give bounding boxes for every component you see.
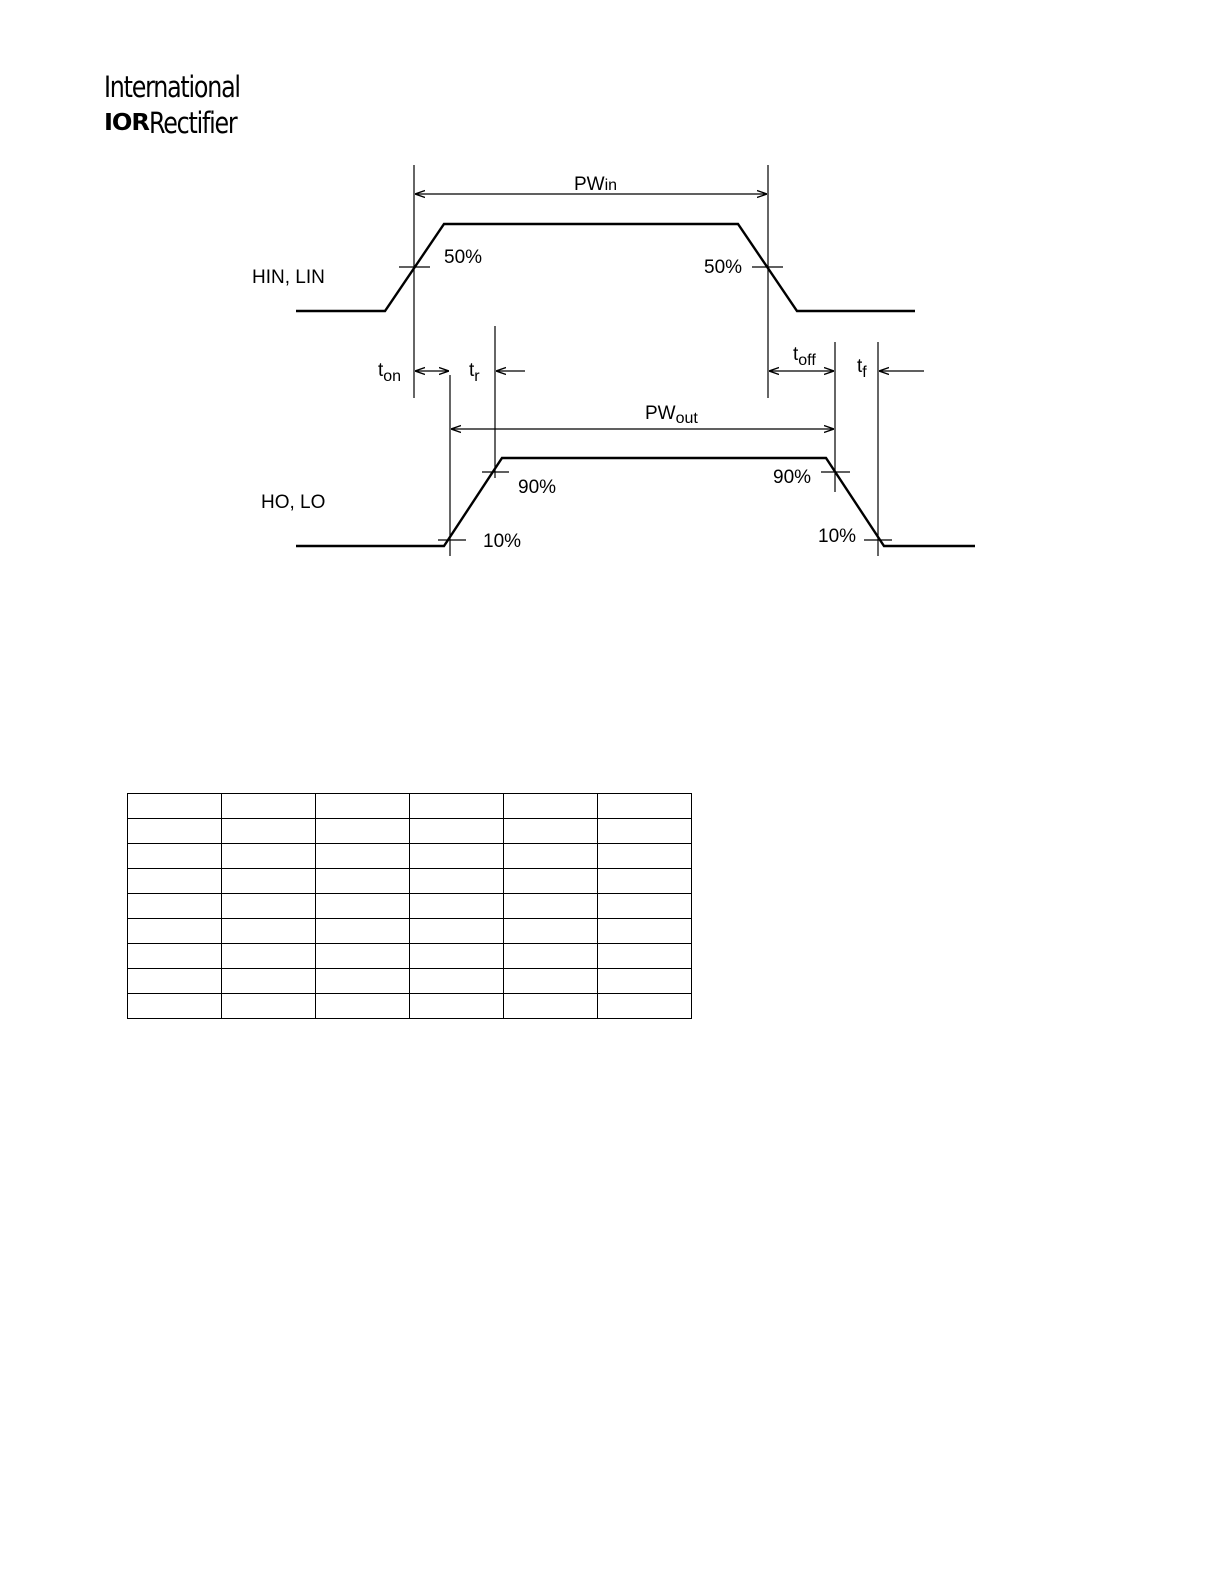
label-pw-out: PWout xyxy=(645,403,698,427)
table-cell xyxy=(221,843,316,869)
label-t-on: ton xyxy=(378,360,401,385)
table-row xyxy=(127,893,692,919)
table-row xyxy=(127,868,692,894)
table-cell xyxy=(127,818,222,844)
input-waveform xyxy=(296,222,915,313)
label-pw-in: PWin xyxy=(574,174,617,195)
table-cell xyxy=(597,793,692,819)
table-cell xyxy=(409,793,504,819)
table-cell xyxy=(503,793,598,819)
switching-time-waveform-diagram: HIN, LIN HO, LO PWin PWout ton tr toff t… xyxy=(252,165,975,556)
table-cell xyxy=(221,993,316,1019)
label-t-r: tr xyxy=(469,360,480,385)
table-cell xyxy=(315,818,410,844)
label-90pct-rise: 90% xyxy=(518,477,556,498)
table-cell xyxy=(221,968,316,994)
table-row xyxy=(127,993,692,1019)
table-cell xyxy=(597,918,692,944)
table-cell xyxy=(221,943,316,969)
table-cell xyxy=(409,968,504,994)
reference-lines xyxy=(413,165,879,556)
table-cell xyxy=(127,943,222,969)
label-90pct-fall: 90% xyxy=(773,467,811,488)
table-cell xyxy=(127,793,222,819)
label-10pct-rise: 10% xyxy=(483,531,521,552)
table-cell xyxy=(597,968,692,994)
table-cell xyxy=(503,943,598,969)
table-cell xyxy=(503,868,598,894)
table-cell xyxy=(127,968,222,994)
table-cell xyxy=(409,818,504,844)
table-cell xyxy=(221,918,316,944)
logo-line-rectifier: IORRectifier xyxy=(104,106,255,140)
table-row xyxy=(127,818,692,844)
dimension-arrows xyxy=(415,194,924,429)
empty-grid-table xyxy=(127,793,692,1019)
table-cell xyxy=(409,918,504,944)
table-cell xyxy=(221,893,316,919)
table-cell xyxy=(503,818,598,844)
table-cell xyxy=(597,893,692,919)
output-waveform xyxy=(296,456,975,548)
table-cell xyxy=(315,968,410,994)
table-cell xyxy=(315,793,410,819)
threshold-ticks xyxy=(399,266,892,541)
company-logo: International IORRectifier xyxy=(104,70,304,142)
ior-logo-mark: IOR xyxy=(104,110,150,136)
table-cell xyxy=(127,868,222,894)
table-cell xyxy=(597,818,692,844)
label-10pct-fall: 10% xyxy=(818,526,856,547)
table-cell xyxy=(597,843,692,869)
table-cell xyxy=(315,918,410,944)
logo-text-international: International xyxy=(104,70,241,104)
table-cell xyxy=(597,993,692,1019)
table-cell xyxy=(409,943,504,969)
table-cell xyxy=(503,968,598,994)
table-cell xyxy=(315,868,410,894)
table-cell xyxy=(409,843,504,869)
table-cell xyxy=(315,893,410,919)
table-row xyxy=(127,843,692,869)
table-cell xyxy=(503,918,598,944)
table-cell xyxy=(221,818,316,844)
table-cell xyxy=(315,993,410,1019)
label-50pct-fall: 50% xyxy=(704,257,742,278)
table-cell xyxy=(597,868,692,894)
table-cell xyxy=(503,893,598,919)
table-cell xyxy=(597,943,692,969)
label-input-signal: HIN, LIN xyxy=(252,267,325,288)
label-t-off: toff xyxy=(793,344,816,369)
table-row xyxy=(127,968,692,994)
table-row xyxy=(127,793,692,819)
table-cell xyxy=(127,893,222,919)
label-output-signal: HO, LO xyxy=(261,492,325,513)
table-row xyxy=(127,918,692,944)
table-cell xyxy=(315,843,410,869)
table-cell xyxy=(503,993,598,1019)
table-cell xyxy=(409,993,504,1019)
table-cell xyxy=(315,943,410,969)
logo-text-rectifier: Rectifier xyxy=(148,106,238,140)
table-cell xyxy=(221,868,316,894)
table-cell xyxy=(409,868,504,894)
label-t-f: tf xyxy=(857,356,867,381)
table-cell xyxy=(127,918,222,944)
table-row xyxy=(127,943,692,969)
table-cell xyxy=(409,893,504,919)
label-50pct-rise: 50% xyxy=(444,247,482,268)
table-cell xyxy=(503,843,598,869)
table-cell xyxy=(221,793,316,819)
table-cell xyxy=(127,843,222,869)
table-cell xyxy=(127,993,222,1019)
